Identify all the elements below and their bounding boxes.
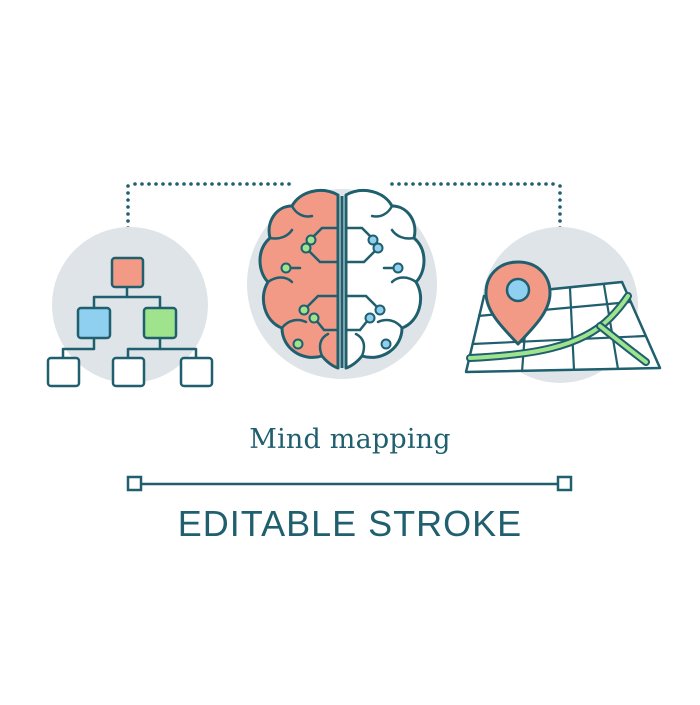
node-leaf-2 — [111, 356, 146, 388]
connector-dot — [280, 182, 284, 186]
connector-dot — [474, 182, 478, 186]
connector-dot — [481, 182, 485, 186]
connector-dot — [460, 182, 464, 186]
connector-dot — [467, 182, 471, 186]
connector-dot — [182, 182, 186, 186]
connector-dot — [189, 182, 193, 186]
connector-dot — [161, 182, 165, 186]
connector-dot — [558, 212, 562, 216]
connector-dot — [558, 205, 562, 209]
connector-dot — [175, 182, 179, 186]
connector-dot — [126, 191, 130, 195]
left-circle-bg — [52, 227, 208, 383]
node-green — [142, 306, 178, 340]
connector-dot — [126, 184, 130, 188]
connector-dot — [168, 182, 172, 186]
connector-dot — [509, 182, 513, 186]
connector-dot — [224, 182, 228, 186]
connector-dot — [537, 182, 541, 186]
connector-dot — [397, 182, 401, 186]
connector-dot — [126, 219, 130, 223]
connector-dot — [439, 182, 443, 186]
connector-dot — [453, 182, 457, 186]
map-road — [466, 292, 650, 366]
connector-dot — [551, 182, 555, 186]
connector-dot — [252, 182, 256, 186]
connector-dot — [273, 182, 277, 186]
connector-dot — [259, 182, 263, 186]
connector-dot — [266, 182, 270, 186]
subtitle: EDITABLE STROKE — [177, 503, 523, 544]
hierarchy-flowchart-icon — [46, 227, 214, 388]
connector-dot — [544, 182, 548, 186]
connector-dot — [196, 182, 200, 186]
connector-dot — [147, 182, 151, 186]
connector-dot — [523, 182, 527, 186]
connector-dot — [530, 182, 534, 186]
divider-handle-right — [556, 475, 573, 492]
map-location-pin-icon — [464, 227, 662, 383]
connector-dot — [217, 182, 221, 186]
connector-dot — [245, 182, 249, 186]
connector-dot — [418, 182, 422, 186]
connector-dot — [502, 182, 506, 186]
node-leaf-3 — [179, 356, 214, 388]
connector-dot — [488, 182, 492, 186]
divider-line — [126, 475, 573, 492]
connector-dot — [390, 182, 394, 186]
node-top — [110, 256, 145, 289]
divider-handle-left — [126, 475, 143, 492]
connector-dot — [558, 219, 562, 223]
connector-dot — [516, 182, 520, 186]
node-leaf-1 — [46, 356, 81, 388]
connector-dot — [231, 182, 235, 186]
connector-dot — [411, 182, 415, 186]
connector-dot — [404, 182, 408, 186]
node-blue — [76, 306, 112, 340]
title: Mind mapping — [249, 424, 451, 455]
connector-dot — [133, 182, 137, 186]
connector-dot — [495, 182, 499, 186]
connector-dot — [126, 212, 130, 216]
connector-dot — [558, 198, 562, 202]
connector-dot — [126, 198, 130, 202]
connector-dot — [446, 182, 450, 186]
location-pin-icon — [484, 260, 552, 346]
brain-circuit-icon — [247, 189, 437, 379]
connector-dot — [558, 191, 562, 195]
connector-dot — [425, 182, 429, 186]
connector-dot — [140, 182, 144, 186]
connector-dot — [558, 184, 562, 188]
connector-dot — [126, 205, 130, 209]
connector-dot — [203, 182, 207, 186]
connector-dot — [432, 182, 436, 186]
connector-dot — [154, 182, 158, 186]
dotted-connectors — [126, 182, 562, 230]
connector-dot — [238, 182, 242, 186]
connector-dot — [210, 182, 214, 186]
connector-dot — [287, 182, 291, 186]
